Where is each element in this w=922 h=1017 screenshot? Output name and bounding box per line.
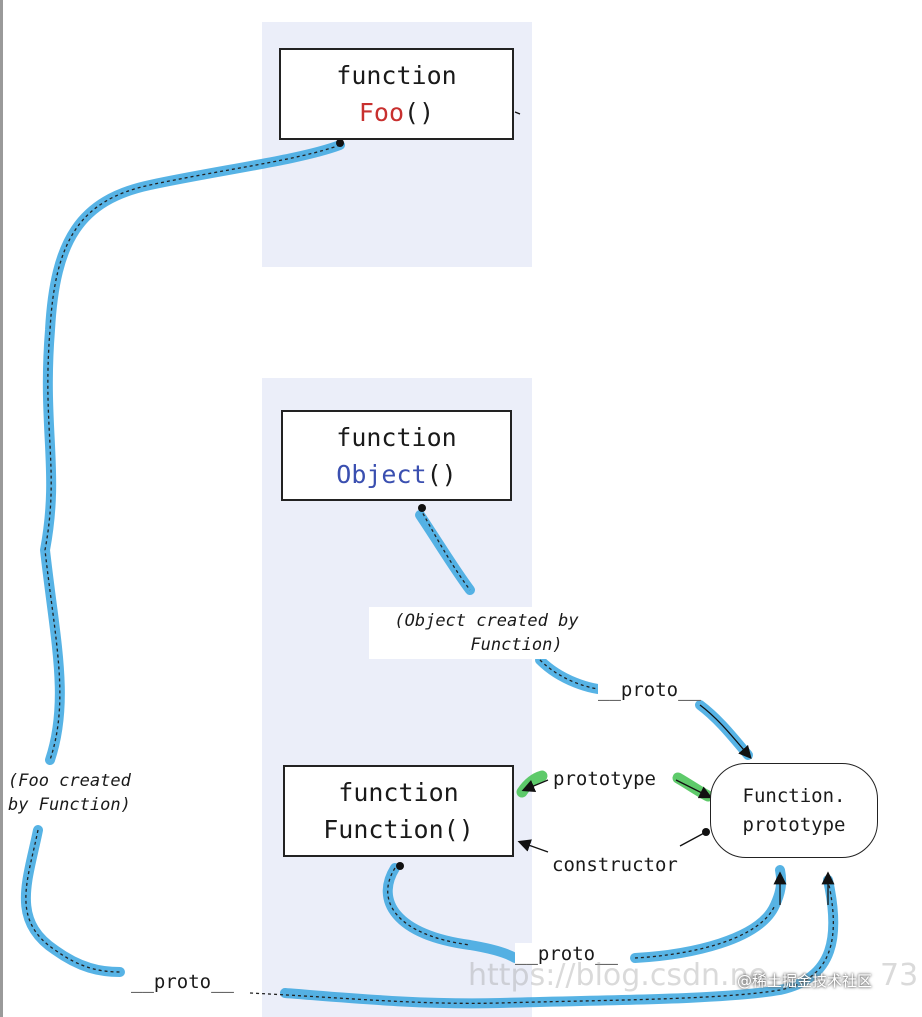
object-name: Object xyxy=(336,459,427,489)
object-keyword: function xyxy=(336,422,457,452)
constructor-label: constructor xyxy=(552,854,678,876)
object-proto-highlight-3 xyxy=(695,700,753,760)
function-function-box: function Function() xyxy=(283,765,514,857)
function-proto-highlight xyxy=(382,863,520,963)
prototype-label: prototype xyxy=(553,768,656,790)
foo-parens: () xyxy=(404,98,435,127)
foo-created-line1: (Foo created xyxy=(8,771,131,791)
object-function-box: function Object() xyxy=(281,410,512,501)
proto-label-mid: __proto__ xyxy=(515,943,618,965)
function-name: Function() xyxy=(323,815,474,844)
object-created-line1: (Object created by xyxy=(394,611,579,631)
object-parens: () xyxy=(426,459,457,489)
juejin-credit: @稀土掘金技术社区 xyxy=(737,972,873,990)
function-prototype-line2: prototype xyxy=(742,813,846,836)
object-created-note: (Object created by Function) xyxy=(369,607,604,659)
foo-name-line: Foo() xyxy=(359,94,434,131)
function-proto-highlight-right xyxy=(630,865,787,963)
function-prototype-line1: Function. xyxy=(742,784,846,807)
foo-name: Foo xyxy=(358,98,405,127)
foo-keyword: function xyxy=(336,61,457,90)
foo-proto-highlight-lower xyxy=(20,825,125,977)
bottom-proto-highlight xyxy=(280,875,839,1009)
object-created-line2: Function) xyxy=(470,635,563,655)
csdn-watermark: https://blog.csdn.ne xyxy=(468,958,768,993)
function-keyword: function xyxy=(338,778,459,807)
object-name-line: Object() xyxy=(336,456,456,493)
function-prototype-box: Function. prototype xyxy=(710,763,878,858)
proto-label-top: __proto__ xyxy=(598,679,701,701)
left-edge-line xyxy=(0,0,3,1017)
proto-label-bottom: __proto__ xyxy=(131,971,234,993)
foo-created-note: (Foo created by Function) xyxy=(4,767,135,819)
foo-created-line2: by Function) xyxy=(8,795,131,815)
foo-function-box: function Foo() xyxy=(279,48,514,140)
watermark-suffix: 73 xyxy=(880,958,919,993)
